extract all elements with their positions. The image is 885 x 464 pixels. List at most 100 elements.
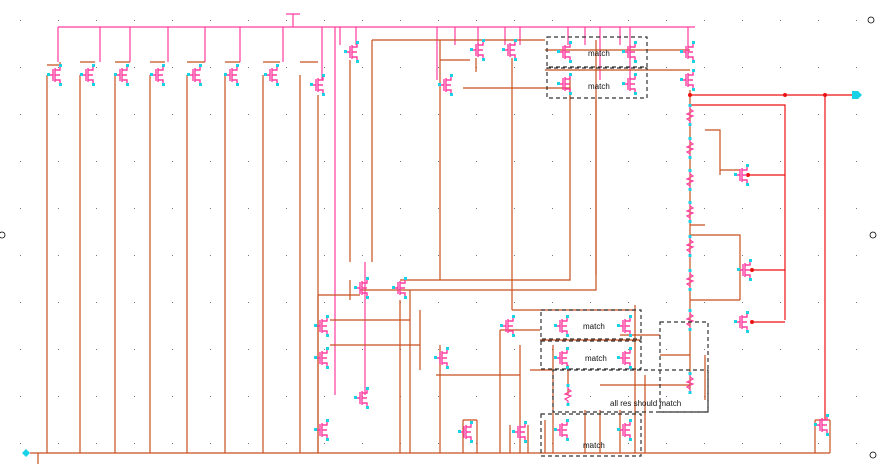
grid-dot (552, 161, 553, 162)
grid-dot (96, 114, 97, 115)
grid-dot (286, 161, 287, 162)
resistor-icon[interactable] (685, 309, 695, 331)
transistor-icon[interactable] (224, 64, 239, 86)
match-label: match (583, 441, 605, 450)
transistor-icon[interactable] (734, 164, 749, 186)
grid-dot (780, 255, 781, 256)
transistor-icon[interactable] (557, 41, 572, 63)
grid-dot (704, 161, 705, 162)
transistor-icon[interactable] (434, 347, 449, 369)
transistor-icon[interactable] (438, 74, 453, 96)
selection-handles[interactable] (0, 16, 877, 459)
transistor-icon[interactable] (617, 315, 632, 337)
grid-dot (856, 208, 857, 209)
grid-dot (514, 443, 515, 444)
resistor-match-note: all res should match (610, 399, 681, 408)
match-label: match (583, 322, 605, 331)
resistor-icon[interactable] (685, 169, 695, 191)
transistor-icon[interactable] (47, 64, 62, 86)
grid-dot (742, 349, 743, 350)
grid-dot (58, 443, 59, 444)
transistor-icon[interactable] (502, 39, 517, 61)
transistor-icon[interactable] (314, 419, 329, 441)
transistor-icon[interactable] (264, 64, 279, 86)
input-pin-icon[interactable] (22, 449, 30, 457)
grid-dot (666, 443, 667, 444)
grid-dot (324, 302, 325, 303)
transistor-icon[interactable] (554, 347, 569, 369)
transistor-icon[interactable] (617, 347, 632, 369)
transistor-icon[interactable] (310, 74, 325, 96)
transistor-icon[interactable] (814, 414, 829, 436)
resistor-icon[interactable] (685, 269, 695, 291)
transistor-icon[interactable] (354, 277, 369, 299)
grid-dot (514, 161, 515, 162)
transistor-icon[interactable] (617, 419, 632, 441)
grid-dot (362, 208, 363, 209)
grid-dot (666, 208, 667, 209)
transistor-icon[interactable] (512, 421, 527, 443)
grid-dot (628, 443, 629, 444)
transistor-icon[interactable] (557, 73, 572, 95)
resistor-icon[interactable] (685, 137, 695, 159)
transistor-icon[interactable] (458, 421, 473, 443)
output-net (690, 94, 855, 420)
grid-dot (818, 349, 819, 350)
grid-dot (362, 20, 363, 21)
transistor-icon[interactable] (554, 419, 569, 441)
grid-dot (590, 302, 591, 303)
resistor-icon[interactable] (685, 201, 695, 223)
grid-dot (666, 349, 667, 350)
grid-dot (514, 349, 515, 350)
transistor-icon[interactable] (622, 73, 637, 95)
grid-dot (134, 443, 135, 444)
grid-dot (438, 349, 439, 350)
transistor-icon[interactable] (114, 64, 129, 86)
grid-dot (324, 443, 325, 444)
transistor-icon[interactable] (354, 387, 369, 409)
transistor-icon[interactable] (150, 64, 165, 86)
grid-dot (210, 114, 211, 115)
grid-dot (742, 302, 743, 303)
grid-dot (134, 67, 135, 68)
grid-dot (476, 20, 477, 21)
grid-dot (666, 255, 667, 256)
grid-dot (324, 114, 325, 115)
transistor-icon[interactable] (344, 41, 359, 63)
grid-dot (210, 161, 211, 162)
grid-dot (552, 114, 553, 115)
transistor-icon[interactable] (622, 41, 637, 63)
grid-dot (856, 349, 857, 350)
grid-dot (590, 20, 591, 21)
grid-dot (286, 67, 287, 68)
transistor-icon[interactable] (680, 41, 695, 63)
transistor-icon[interactable] (737, 259, 752, 281)
grid-dot (324, 20, 325, 21)
transistor-icon[interactable] (734, 311, 749, 333)
grid-dot (134, 302, 135, 303)
grid-dot (248, 255, 249, 256)
transistor-icon[interactable] (392, 277, 407, 299)
grid-dot (818, 20, 819, 21)
grid-dot (780, 349, 781, 350)
transistor-icon[interactable] (80, 64, 95, 86)
output-pin-icon[interactable] (852, 91, 862, 99)
transistor-icon[interactable] (314, 315, 329, 337)
grid-dot (666, 161, 667, 162)
resistor-icon[interactable] (685, 372, 695, 394)
grid-dot (856, 443, 857, 444)
transistor-icon[interactable] (187, 64, 202, 86)
grid-dot (666, 20, 667, 21)
transistor-icon[interactable] (554, 315, 569, 337)
transistor-icon[interactable] (680, 69, 695, 91)
grid-dot (362, 255, 363, 256)
transistor-icon[interactable] (314, 347, 329, 369)
grid-dot (514, 67, 515, 68)
transistor-icon[interactable] (500, 315, 515, 337)
resistor-icon[interactable] (563, 384, 573, 406)
transistor-icon[interactable] (470, 39, 485, 61)
resistor-icon[interactable] (685, 104, 695, 126)
resistor-icon[interactable] (685, 235, 695, 257)
